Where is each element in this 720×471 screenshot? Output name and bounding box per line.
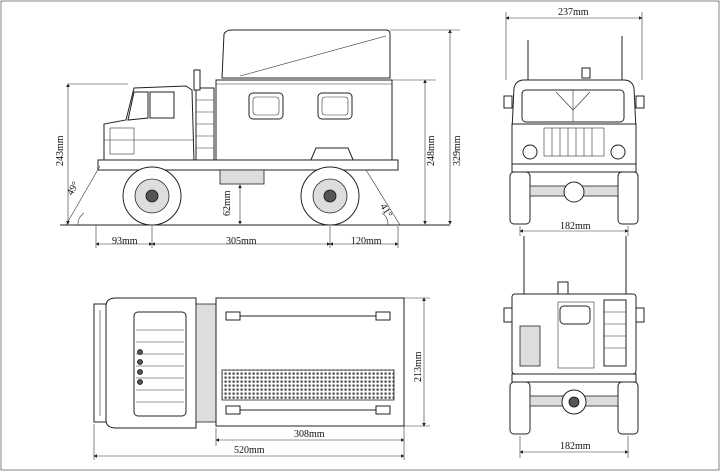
- front-tire-left: [509, 171, 531, 225]
- rear-panel: [519, 325, 541, 367]
- label-approach-angle: 49°: [65, 180, 82, 198]
- exhaust-stack: [193, 69, 201, 91]
- mirror-right: [635, 95, 645, 109]
- label-departure-angle: 41°: [377, 202, 394, 220]
- rear-door: [557, 301, 595, 369]
- label-cab-height: 243mm: [55, 135, 66, 166]
- label-total-length: 520mm: [234, 445, 265, 456]
- rail-mount: [225, 311, 241, 321]
- rear-top-light: [557, 281, 569, 295]
- label-total-height: 329mm: [452, 135, 463, 166]
- rear-tire-right: [617, 381, 639, 435]
- departure-line: [365, 169, 401, 226]
- differential: [563, 181, 585, 203]
- rail-mount: [375, 405, 391, 415]
- roof-light-dot: [137, 359, 143, 365]
- cab: [103, 85, 195, 163]
- box-window-2: [317, 92, 353, 120]
- front-view: [503, 12, 645, 236]
- front-wheel-center: [145, 189, 159, 203]
- approach-arc: [77, 212, 85, 226]
- top-gap: [195, 303, 217, 423]
- label-front-overhang: 93mm: [112, 236, 138, 247]
- headlight-left: [522, 144, 538, 160]
- label-rear-track: 182mm: [560, 441, 591, 452]
- label-front-track: 182mm: [560, 221, 591, 232]
- rear-ladder: [603, 299, 627, 367]
- antenna-rod: [239, 35, 387, 77]
- roof-light-dot: [137, 379, 143, 385]
- rail-mount: [375, 311, 391, 321]
- front-bumper: [511, 163, 637, 173]
- label-box-length: 308mm: [294, 429, 325, 440]
- label-box-height: 248mm: [426, 135, 437, 166]
- label-ground-clearance: 62mm: [222, 190, 233, 216]
- roof-light-dot: [137, 349, 143, 355]
- headlight-right: [610, 144, 626, 160]
- label-top-width: 213mm: [413, 351, 424, 382]
- hood-panel: [109, 127, 135, 155]
- fuel-tank: [219, 169, 265, 185]
- rear-diff-center: [568, 396, 580, 408]
- top-box-roof: [215, 297, 405, 427]
- label-rear-overhang: 120mm: [351, 236, 382, 247]
- rear-tire-left: [509, 381, 531, 435]
- box-window-2-inner: [321, 96, 349, 116]
- canopy: [221, 29, 391, 79]
- cab-windshield: [127, 91, 149, 121]
- wiper: [572, 91, 591, 111]
- rear-mirror-right: [635, 307, 645, 323]
- rear-bumper: [511, 373, 637, 383]
- rear-mirror-left: [503, 307, 513, 323]
- box-body: [215, 79, 393, 163]
- rail-mount: [225, 405, 241, 415]
- rear-wheel-center: [323, 189, 337, 203]
- wiper: [555, 91, 574, 111]
- cab-side-window: [149, 91, 175, 119]
- rear-window: [559, 305, 591, 325]
- roof-light-dot: [137, 369, 143, 375]
- approach-line: [65, 165, 101, 226]
- mirror-left: [503, 95, 513, 109]
- front-grille: [543, 127, 605, 157]
- label-wheelbase: 305mm: [226, 236, 257, 247]
- top-view: [93, 297, 430, 460]
- box-step: [309, 147, 355, 163]
- box-window-1: [248, 92, 284, 120]
- roof-light: [581, 67, 591, 79]
- box-window-1-inner: [252, 96, 280, 116]
- label-front-width: 237mm: [558, 7, 589, 18]
- side-view: [60, 29, 460, 248]
- front-tire-right: [617, 171, 639, 225]
- rear-view: [503, 236, 645, 458]
- departure-arc: [381, 212, 389, 226]
- top-roof-grille: [221, 369, 395, 401]
